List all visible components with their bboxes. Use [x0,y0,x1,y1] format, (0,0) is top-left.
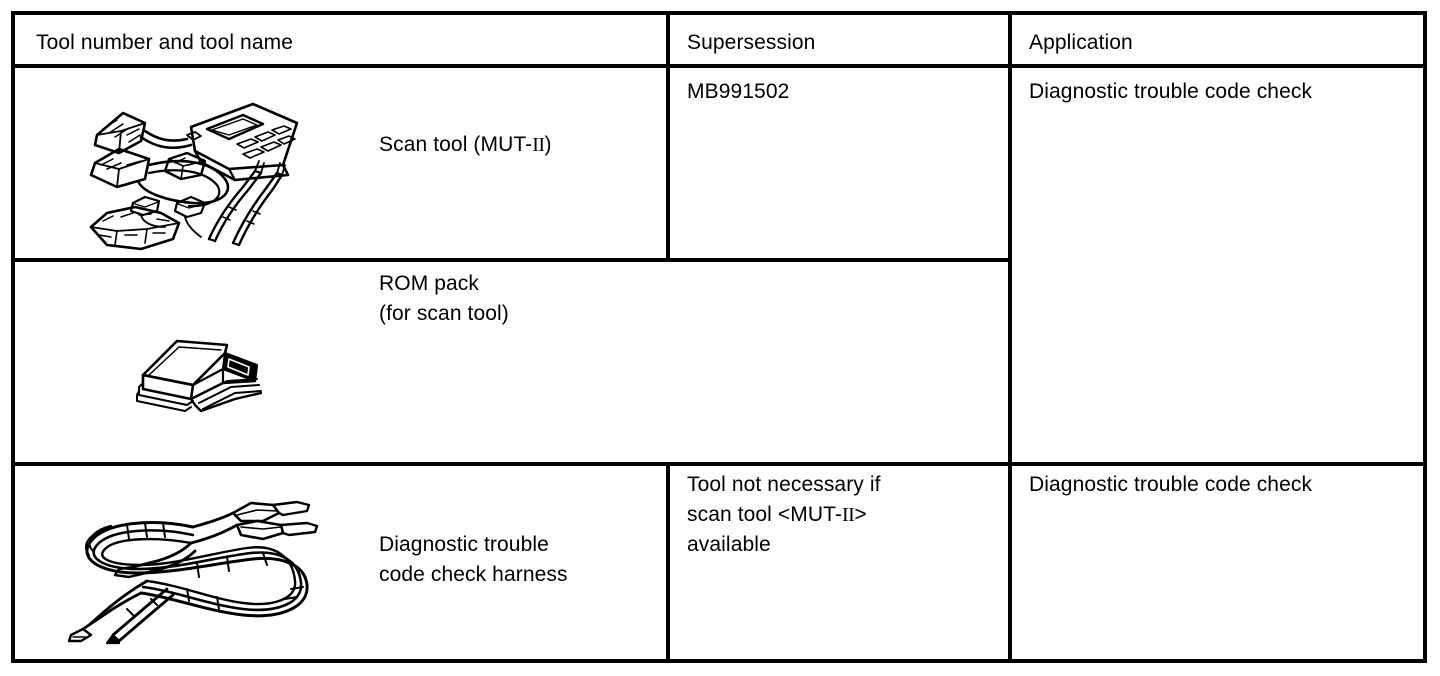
row1-tool-name: Scan tool (MUT-II) [379,130,552,160]
row3-supersession-line2-suffix: > [854,503,867,526]
row1-supersession: MB991502 [687,80,790,103]
row1-tool-name-numeral: II [532,134,545,156]
row2-tool-name: ROM pack (for scan tool) [379,272,509,325]
rom-pack-illustration [115,323,285,435]
row1-tool-name-text: Scan tool (MUT- [379,133,533,156]
header-column1-divider [666,15,670,64]
row1-row2-rule [15,258,1008,262]
row3-supersession-line2-prefix: scan tool <MUT- [687,503,842,526]
header-bottom-rule [15,64,1423,68]
scan-tool-illustration [83,87,313,262]
row2-row3-rule [15,462,1423,466]
header-application: Application [1029,31,1133,54]
row1-column1-divider [666,64,670,262]
row3-supersession: Tool not necessary if scan tool <MUT-II> a… [687,470,881,560]
row3-application: Diagnostic trouble code check [1029,473,1313,496]
row1-application: Diagnostic trouble code check [1029,80,1313,103]
column2-divider [1008,15,1012,663]
row1-tool-name-suffix: ) [544,133,552,156]
row3-supersession-line1: Tool not necessary if [687,473,881,496]
row3-tool-name: Diagnostic trouble code check harness [379,533,568,586]
special-tools-table: Tool number and tool name Supersession A… [11,11,1427,663]
header-tool-number-and-name: Tool number and tool name [36,31,293,54]
row3-supersession-line3: available [687,533,771,556]
row3-column1-divider [666,462,670,663]
header-supersession: Supersession [687,31,816,54]
row3-supersession-line2-numeral: II [841,504,855,526]
harness-illustration [67,493,322,645]
